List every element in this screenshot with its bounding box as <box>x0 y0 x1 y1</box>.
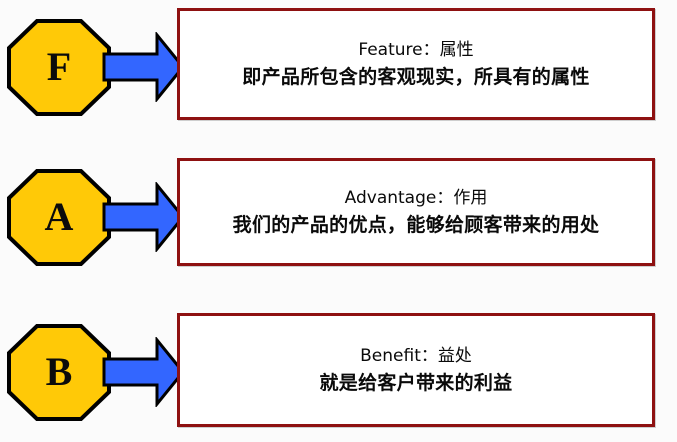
octagon-shape-icon <box>7 169 111 266</box>
right-arrow-icon <box>102 337 185 407</box>
advantage-box: Advantage：作用 我们的产品的优点，能够给顾客带来的用处 <box>177 158 655 266</box>
advantage-description: 我们的产品的优点，能够给顾客带来的用处 <box>232 213 600 236</box>
right-arrow-icon <box>102 182 185 252</box>
arrow-feature <box>100 32 186 102</box>
advantage-badge-letter: A <box>44 193 74 239</box>
feature-badge[interactable]: F <box>6 18 112 117</box>
octagon-shape-icon <box>7 324 111 421</box>
benefit-badge-letter: B <box>45 348 73 394</box>
feature-badge-letter: F <box>46 43 72 89</box>
feature-title: Feature：属性 <box>358 39 474 60</box>
benefit-box: Benefit：益处 就是给客户带来的利益 <box>177 313 655 427</box>
advantage-title: Advantage：作用 <box>344 187 488 208</box>
feature-description: 即产品所包含的客观现实，所具有的属性 <box>242 65 590 88</box>
benefit-description: 就是给客户带来的利益 <box>319 371 513 394</box>
benefit-title: Benefit：益处 <box>360 345 472 366</box>
diagram-row-feature: F Feature：属性 即产品所包含的客观现实，所具有的属性 <box>0 6 677 126</box>
octagon-shape-icon <box>7 19 111 116</box>
diagram-row-advantage: A Advantage：作用 我们的产品的优点，能够给顾客带来的用处 <box>0 156 677 276</box>
diagram-row-benefit: B Benefit：益处 就是给客户带来的利益 <box>0 311 677 431</box>
feature-box: Feature：属性 即产品所包含的客观现实，所具有的属性 <box>177 8 655 120</box>
arrow-benefit <box>100 337 186 407</box>
benefit-badge[interactable]: B <box>6 323 112 422</box>
arrow-advantage <box>100 182 186 252</box>
advantage-badge[interactable]: A <box>6 168 112 267</box>
right-arrow-icon <box>102 32 185 102</box>
